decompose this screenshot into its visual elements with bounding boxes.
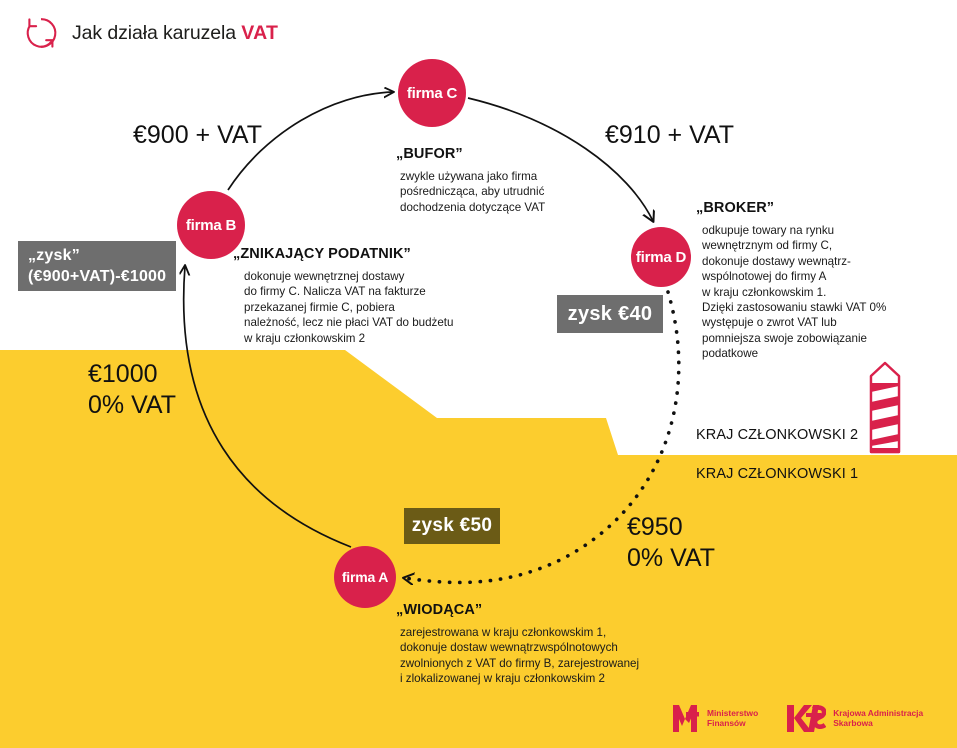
node-firma-c-label: firma C: [406, 84, 458, 102]
page-header: Jak działa karuzela VAT: [24, 16, 278, 50]
profit-chip-firma-d-label: zysk €40: [567, 302, 653, 325]
logo-ministerstwo-finansow: Ministerstwo Finansów: [672, 703, 758, 733]
node-firma-a-label: firma A: [341, 569, 389, 585]
label-member-state-1: KRAJ CZŁONKOWSKI 1: [696, 466, 859, 482]
profit-chip-firma-b: „zysk” (€900+VAT)-€1000: [18, 241, 176, 291]
profit-chip-firma-b-label: „zysk” (€900+VAT)-€1000: [28, 247, 167, 285]
node-firma-d[interactable]: firma D: [631, 227, 691, 287]
profit-chip-firma-a-label: zysk €50: [411, 515, 493, 536]
logo-ministerstwo-finansow-text: Ministerstwo Finansów: [707, 707, 759, 729]
amount-c-to-d: €910 + VAT: [605, 121, 735, 149]
node-firma-b-label: firma B: [185, 216, 237, 234]
footer-logos: Ministerstwo Finansów Krajowa Administra…: [672, 703, 923, 733]
description-bufor: „BUFOR” zwykle używana jako firma pośred…: [396, 146, 576, 215]
node-firma-b[interactable]: firma B: [177, 191, 245, 259]
mf-monogram-icon: [673, 705, 699, 732]
description-znikajacy-body: dokonuje wewnętrznej dostawy do firmy C.…: [244, 270, 454, 345]
profit-chip-firma-a: zysk €50: [404, 508, 500, 544]
page-title-plain: Jak działa karuzela: [72, 21, 242, 44]
description-broker-body: odkupuje towary na rynku wewnętrznym od …: [702, 224, 887, 361]
description-znikajacy-podatnik: „ZNIKAJĄCY PODATNIK” dokonuje wewnętrzne…: [233, 246, 483, 346]
amount-a-to-b: €1000 0% VAT: [88, 360, 176, 419]
description-wiodaca: „WIODĄCA” zarejestrowana w kraju członko…: [396, 602, 676, 687]
description-broker: „BROKER” odkupuje towary na rynku wewnęt…: [696, 200, 946, 362]
amount-d-to-a: €950 0% VAT: [627, 513, 715, 572]
amount-b-to-c: €900 + VAT: [133, 121, 263, 149]
label-member-state-2: KRAJ CZŁONKOWSKI 2: [696, 427, 859, 443]
logo-krajowa-administracja-skarbowa: Krajowa Administracja Skarbowa: [786, 703, 923, 733]
page-title: Jak działa karuzela VAT: [72, 22, 278, 45]
node-firma-c[interactable]: firma C: [398, 59, 466, 127]
kas-monogram-icon: [787, 705, 827, 732]
description-bufor-heading: „BUFOR”: [396, 146, 463, 162]
description-wiodaca-body: zarejestrowana w kraju członkowskim 1, d…: [400, 626, 640, 686]
circular-arrow-icon: [26, 18, 57, 48]
page-title-accent: VAT: [241, 21, 279, 44]
description-broker-heading: „BROKER”: [696, 200, 775, 216]
description-wiodaca-heading: „WIODĄCA”: [396, 602, 483, 618]
profit-chip-firma-d: zysk €40: [557, 295, 663, 333]
node-firma-d-label: firma D: [635, 248, 687, 266]
node-firma-a[interactable]: firma A: [334, 546, 396, 608]
description-bufor-body: zwykle używana jako firma pośrednicząca,…: [400, 170, 546, 214]
logo-krajowa-administracja-skarbowa-text: Krajowa Administracja Skarbowa: [833, 707, 924, 729]
description-znikajacy-heading: „ZNIKAJĄCY PODATNIK”: [233, 246, 411, 262]
